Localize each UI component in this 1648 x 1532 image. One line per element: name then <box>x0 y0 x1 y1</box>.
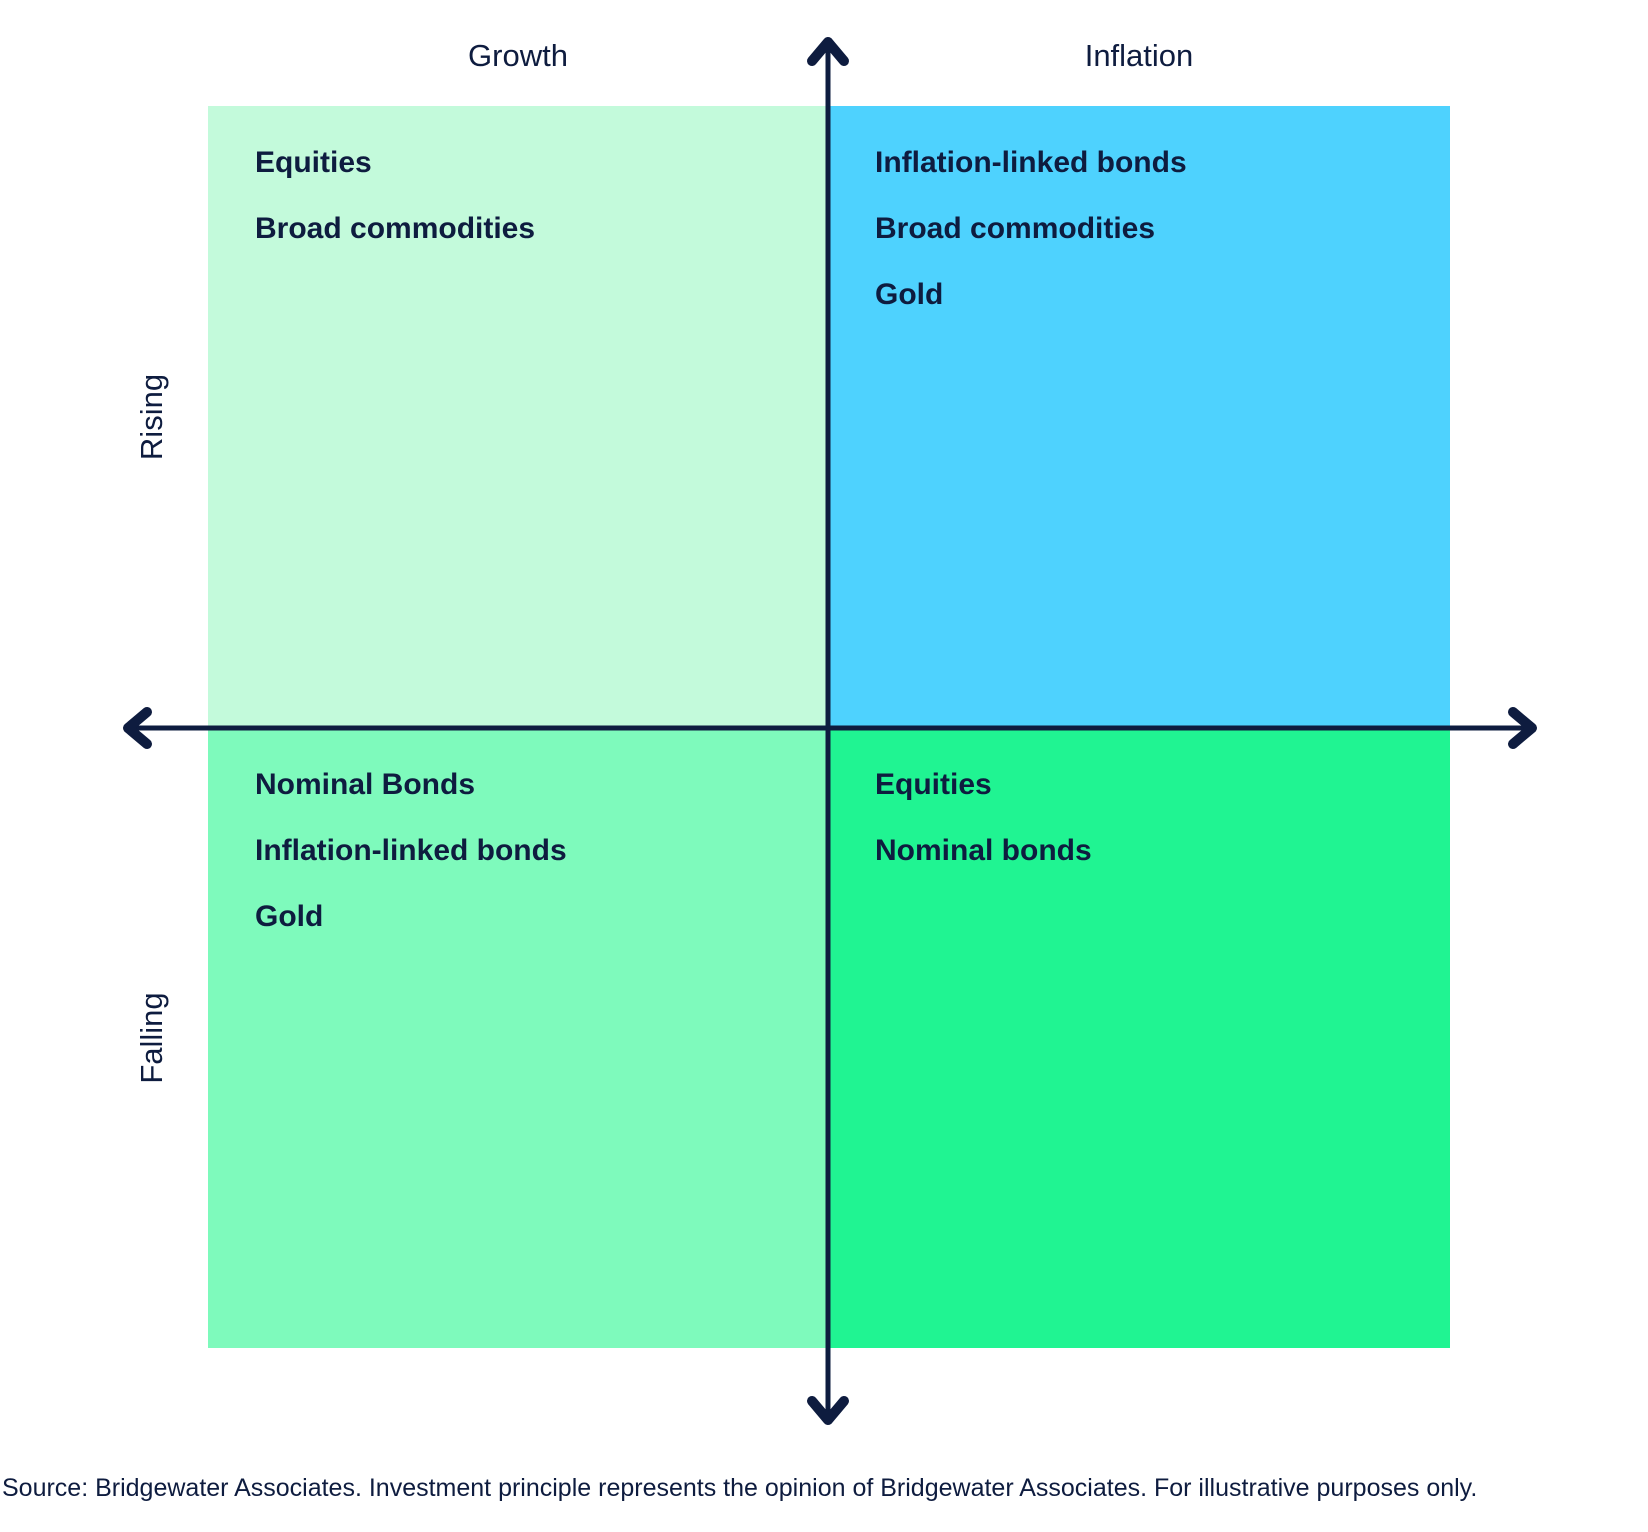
asset-label-broad-commodities: Broad commodities <box>875 212 1156 245</box>
asset-label-nominal-bonds: Nominal bonds <box>875 834 1092 867</box>
quadrant-growth-rising: Equities Broad commodities <box>208 106 828 728</box>
arrowhead-left-icon <box>123 707 152 749</box>
asset-label-equities: Equities <box>875 768 992 801</box>
source-note: Source: Bridgewater Associates. Investme… <box>2 1474 1478 1502</box>
row-label-falling: Falling <box>134 992 169 1084</box>
asset-label-equities: Equities <box>255 146 372 179</box>
quadrant-growth-falling: Nominal Bonds Inflation-linked bonds Gol… <box>208 728 828 1348</box>
asset-label-gold: Gold <box>875 278 944 311</box>
column-label-growth: Growth <box>468 38 568 73</box>
arrowhead-right-icon <box>1508 707 1537 749</box>
asset-label-broad-commodities: Broad commodities <box>255 212 536 245</box>
arrowhead-down-icon <box>807 1396 849 1425</box>
asset-label-inflation-linked-bonds: Inflation-linked bonds <box>875 146 1187 179</box>
row-label-rising: Rising <box>134 373 169 461</box>
quadrant-inflation-rising: Inflation-linked bonds Broad commodities… <box>828 106 1450 728</box>
asset-label-nominal-bonds: Nominal Bonds <box>255 768 476 801</box>
quadrant-inflation-falling: Equities Nominal bonds <box>828 728 1450 1348</box>
column-label-inflation: Inflation <box>1084 38 1194 73</box>
asset-label-inflation-linked-bonds: Inflation-linked bonds <box>255 834 567 867</box>
asset-label-gold: Gold <box>255 900 324 933</box>
